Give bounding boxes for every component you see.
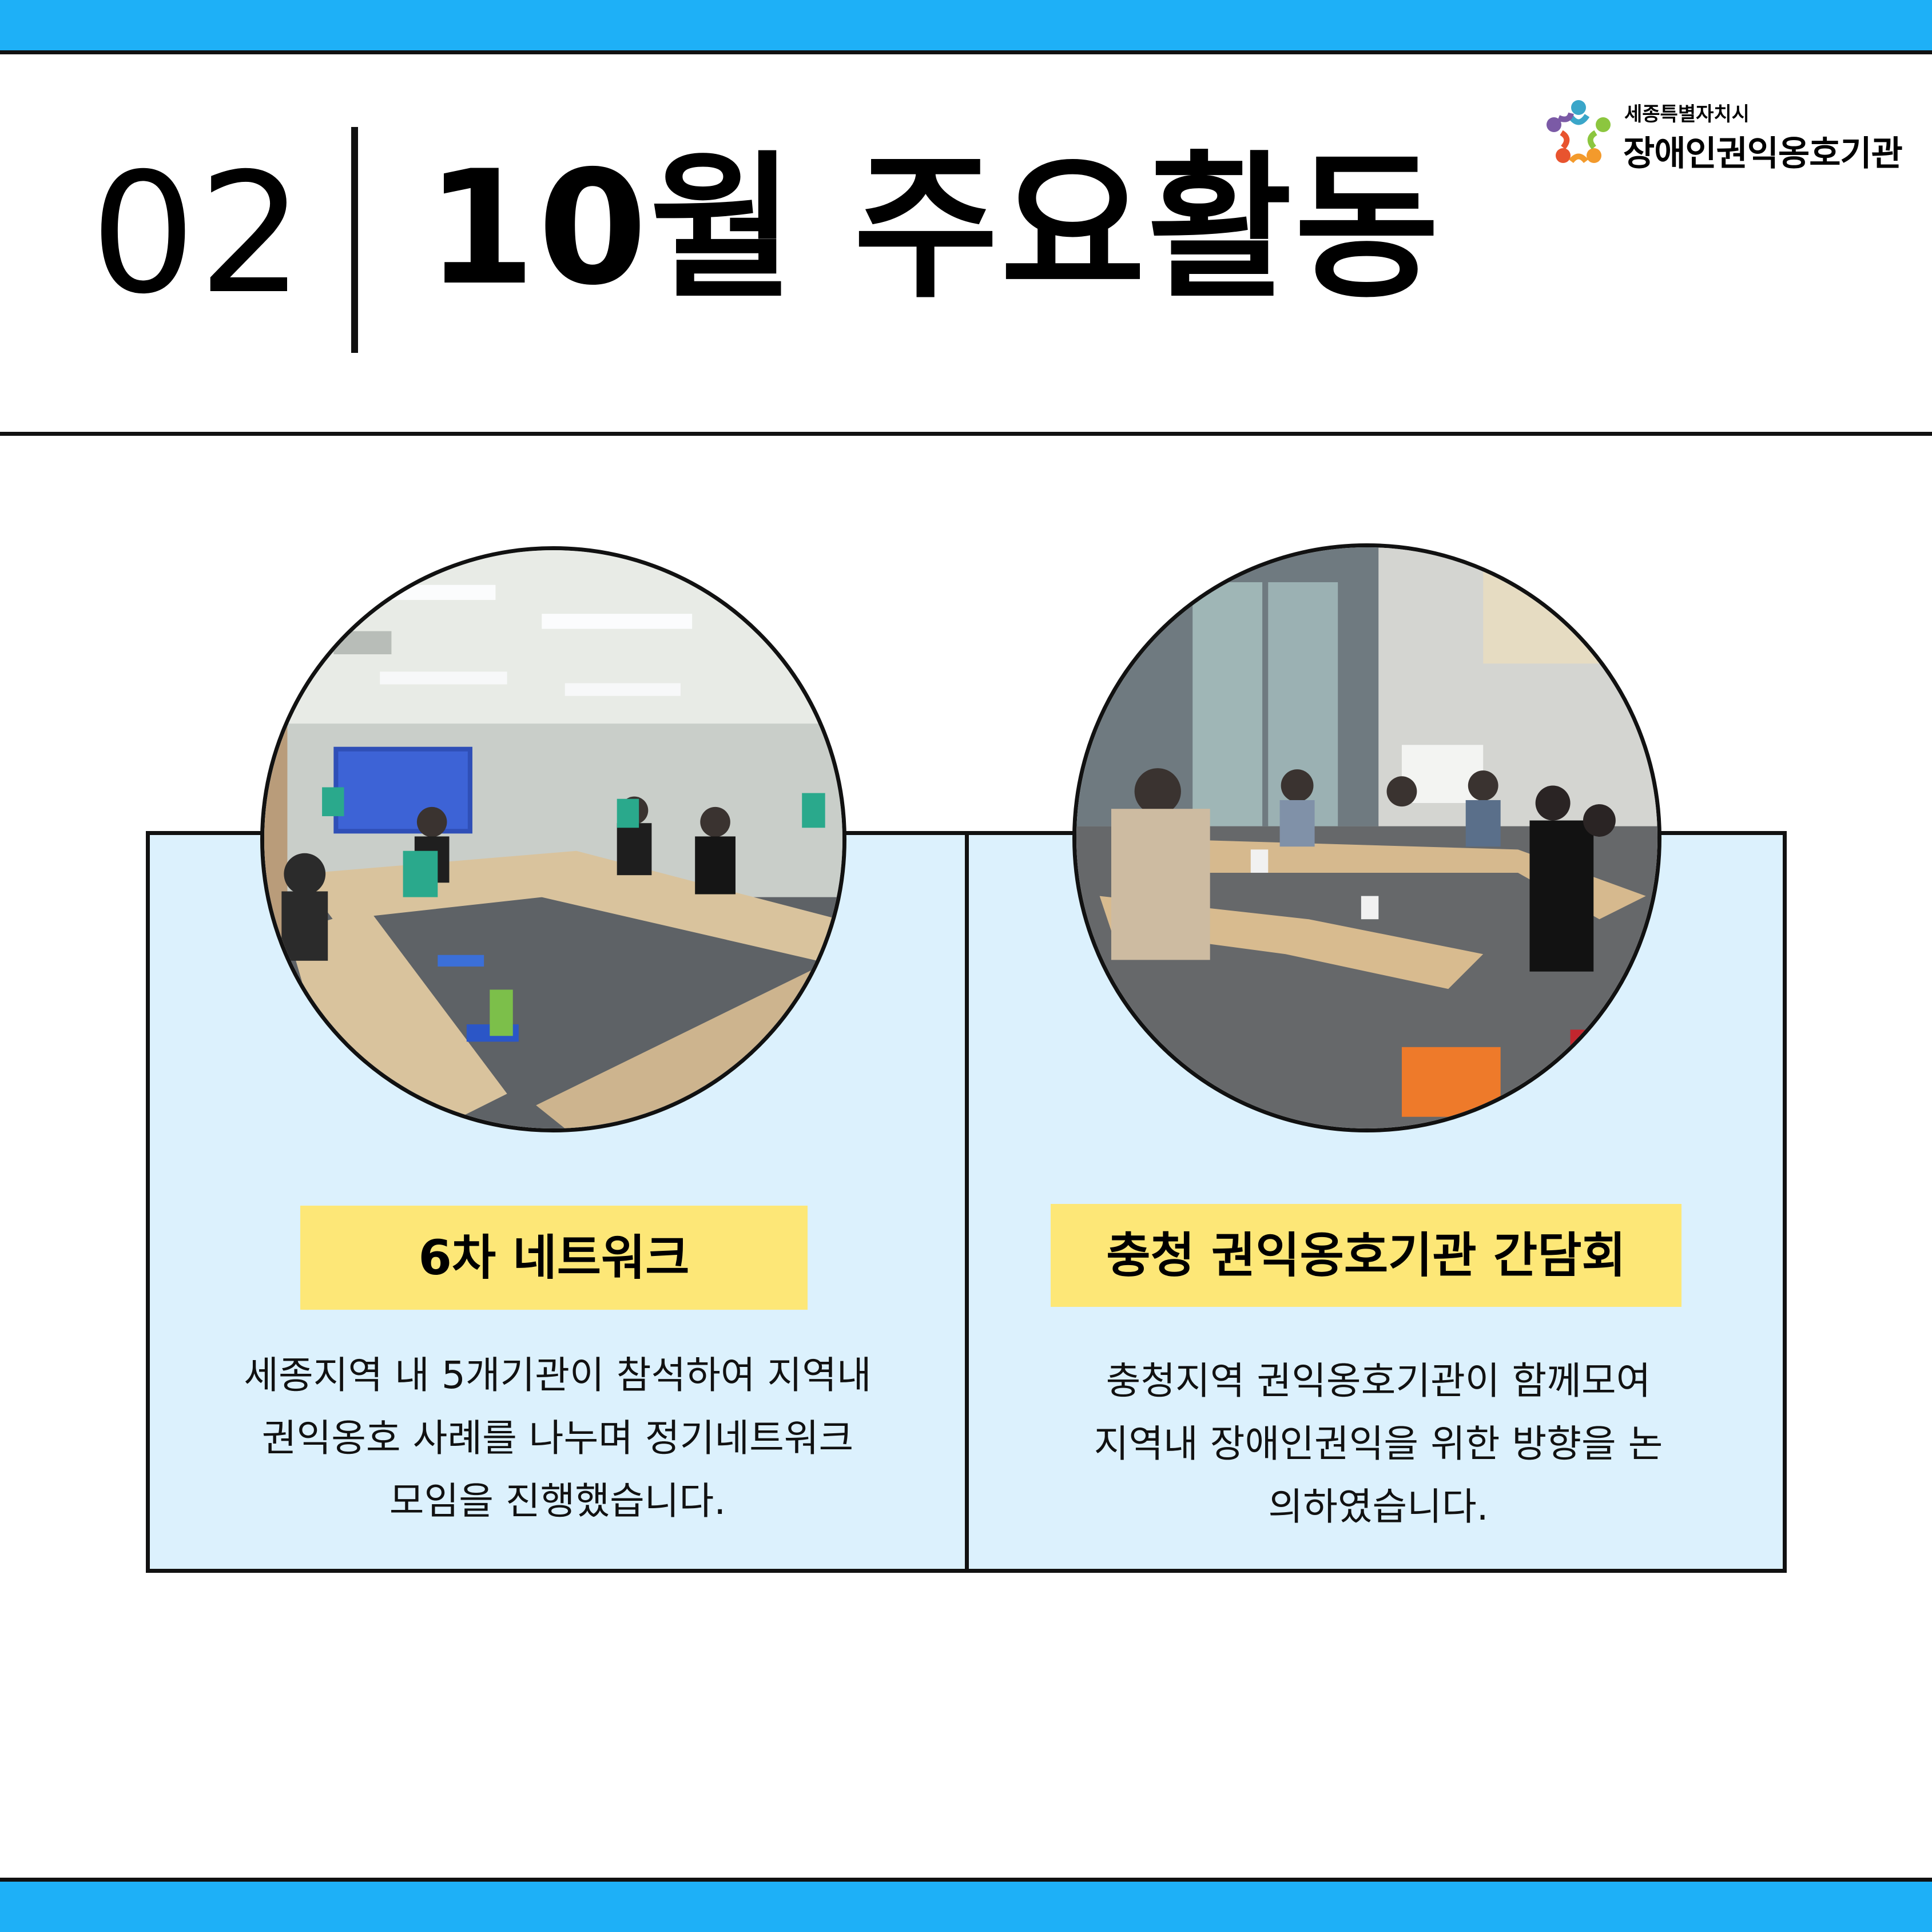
description-line: 권익옹호 사례를 나누며 정기네트워크 [261,1416,854,1460]
bottom-color-band [0,1882,1932,1932]
logo-subtitle: 세종특별자치시 [1624,103,1750,126]
organization-logo: 세종특별자치시 장애인권익옹호기관 [1541,92,1903,183]
description-line: 모임을 진행했습니다. [389,1479,726,1523]
top-color-band [0,0,1932,50]
activity-label-network: 6차 네트워크 [300,1206,808,1310]
top-divider-line [0,50,1932,54]
description-line: 지역내 장애인권익을 위한 방향을 논 [1094,1422,1663,1466]
description-line: 충청지역 권익옹호기관이 함께모여 [1106,1359,1651,1403]
meeting-room-photo [260,546,846,1132]
activity-description-network: 세종지역 내 5개기관이 참석하여 지역내 권익옹호 사례를 나누며 정기네트워… [166,1344,949,1533]
bottom-divider-line [0,1878,1932,1882]
description-line: 의하였습니다. [1268,1485,1489,1529]
section-number: 02 [90,138,307,331]
roundtable-meeting-photo [1072,543,1661,1132]
header-divider-line [0,432,1932,436]
page-title: 10월 주요활동 [426,137,1442,320]
logo-title: 장애인권익옹호기관 [1623,134,1903,174]
activity-description-meeting: 충청지역 권익옹호기관이 함께모여 지역내 장애인권익을 위한 방향을 논 의하… [984,1350,1773,1539]
title-divider [351,127,358,353]
activity-label-meeting: 충청 권익옹호기관 간담회 [1051,1204,1681,1307]
description-line: 세종지역 내 5개기관이 참석하여 지역내 [244,1353,872,1397]
people-circle-logo-icon [1547,100,1611,164]
